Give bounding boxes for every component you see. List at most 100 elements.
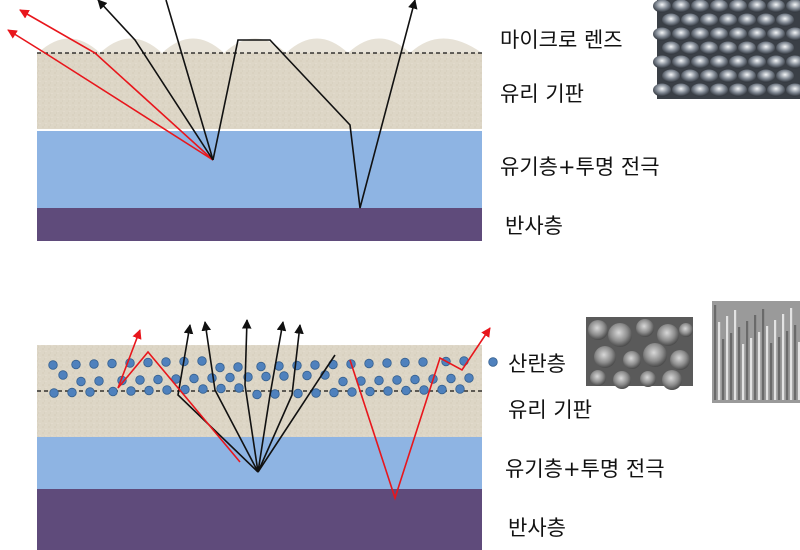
scattering-particle <box>446 373 456 384</box>
scattering-particle <box>126 386 136 396</box>
lens-dome <box>691 83 709 97</box>
lens-dome <box>681 69 699 83</box>
particle-blob <box>679 323 693 337</box>
lens-dome <box>729 0 747 13</box>
scattering-particle <box>85 387 95 397</box>
lens-dome <box>757 41 775 55</box>
legend-particle <box>488 357 498 367</box>
lens-dome <box>786 27 800 41</box>
lens-dome <box>729 83 747 97</box>
lens-dome <box>767 0 785 13</box>
lens-dome <box>719 41 737 55</box>
nanorod <box>774 320 777 400</box>
scattering-particle <box>76 376 86 387</box>
nanorod <box>742 344 745 400</box>
scattering-particle <box>270 389 280 399</box>
lens-dome <box>700 13 718 27</box>
nanorod-array-micrograph-image <box>712 301 800 403</box>
nanorod <box>762 309 765 400</box>
lens-dome <box>748 27 766 41</box>
lens-dome <box>700 69 718 83</box>
scattering-particle <box>143 357 153 368</box>
nanorod <box>722 339 725 400</box>
nanorod <box>794 325 797 400</box>
scattering-particle <box>198 384 208 394</box>
nanorod <box>758 332 761 400</box>
lens-dome <box>710 27 728 41</box>
label-glass-substrate-bottom: 유리 기판 <box>508 398 592 422</box>
nanorod <box>734 310 737 400</box>
lens-dome <box>738 69 756 83</box>
scattering-particle <box>302 370 312 381</box>
lens-dome <box>662 41 680 55</box>
scattering-particle <box>418 357 428 367</box>
nanorod <box>782 314 785 400</box>
scattering-particle <box>464 373 474 383</box>
scattering-particle <box>71 359 81 370</box>
nanorod <box>730 333 733 400</box>
nanorod <box>770 343 773 400</box>
organic-layer <box>37 131 482 208</box>
lens-dome <box>700 41 718 55</box>
scattering-particles-micrograph-image <box>586 317 693 390</box>
scattering-particle <box>338 376 348 387</box>
scattering-particle <box>400 357 410 368</box>
lens-dome <box>653 0 671 13</box>
lens-dome <box>672 0 690 13</box>
label-glass-substrate-top: 유리 기판 <box>500 82 584 106</box>
lens-dome <box>738 41 756 55</box>
nanorod <box>778 337 781 400</box>
microlens-array <box>38 38 482 53</box>
nanorod <box>746 321 749 400</box>
scattering-particle <box>279 371 289 381</box>
lens-dome <box>691 0 709 13</box>
lens-dome <box>662 69 680 83</box>
bottom-panel <box>37 319 498 550</box>
lens-dome <box>776 41 794 55</box>
lens-dome <box>672 83 690 97</box>
microlens-micrograph-image <box>653 0 800 99</box>
scattering-particle <box>161 357 171 367</box>
nanorod <box>750 338 753 400</box>
lens-dome <box>653 27 671 41</box>
lens-dome <box>786 55 800 69</box>
label-scattering-layer: 산란층 <box>508 352 566 376</box>
nanorod <box>766 326 769 400</box>
particle-blob <box>640 371 656 387</box>
lens-dome <box>719 13 737 27</box>
lens-dome <box>786 0 800 13</box>
nanorod <box>726 316 729 400</box>
nanorod <box>754 315 757 400</box>
lens-dome <box>748 83 766 97</box>
lens-dome <box>757 13 775 27</box>
scattering-particle <box>437 384 447 395</box>
scattering-particle <box>310 360 320 370</box>
scattering-particle <box>410 374 420 385</box>
scattering-particle <box>58 370 68 380</box>
scattering-particle <box>180 384 190 395</box>
extracted-rays <box>97 0 418 209</box>
scattering-particle <box>383 386 393 396</box>
nanorod <box>798 342 800 400</box>
particle-blob <box>613 371 631 389</box>
particle-blob <box>588 320 608 340</box>
scattering-particle <box>329 387 339 398</box>
label-microlens: 마이크로 렌즈 <box>500 28 623 52</box>
lens-dome <box>672 55 690 69</box>
particle-blob <box>662 370 682 390</box>
nanorod <box>714 305 717 400</box>
nanorod <box>790 308 793 400</box>
lens-dome <box>748 0 766 13</box>
scattering-particle <box>401 385 411 396</box>
lens-dome <box>748 55 766 69</box>
scattering-particle <box>234 383 244 393</box>
scattering-particle <box>49 388 59 398</box>
scattering-particle <box>252 389 262 400</box>
scattering-particle <box>311 388 321 398</box>
scattering-particle <box>233 362 243 372</box>
scattering-particle <box>189 373 199 384</box>
lens-dome <box>776 69 794 83</box>
label-reflective-layer-bottom: 반사층 <box>508 516 566 540</box>
lens-dome <box>767 27 785 41</box>
